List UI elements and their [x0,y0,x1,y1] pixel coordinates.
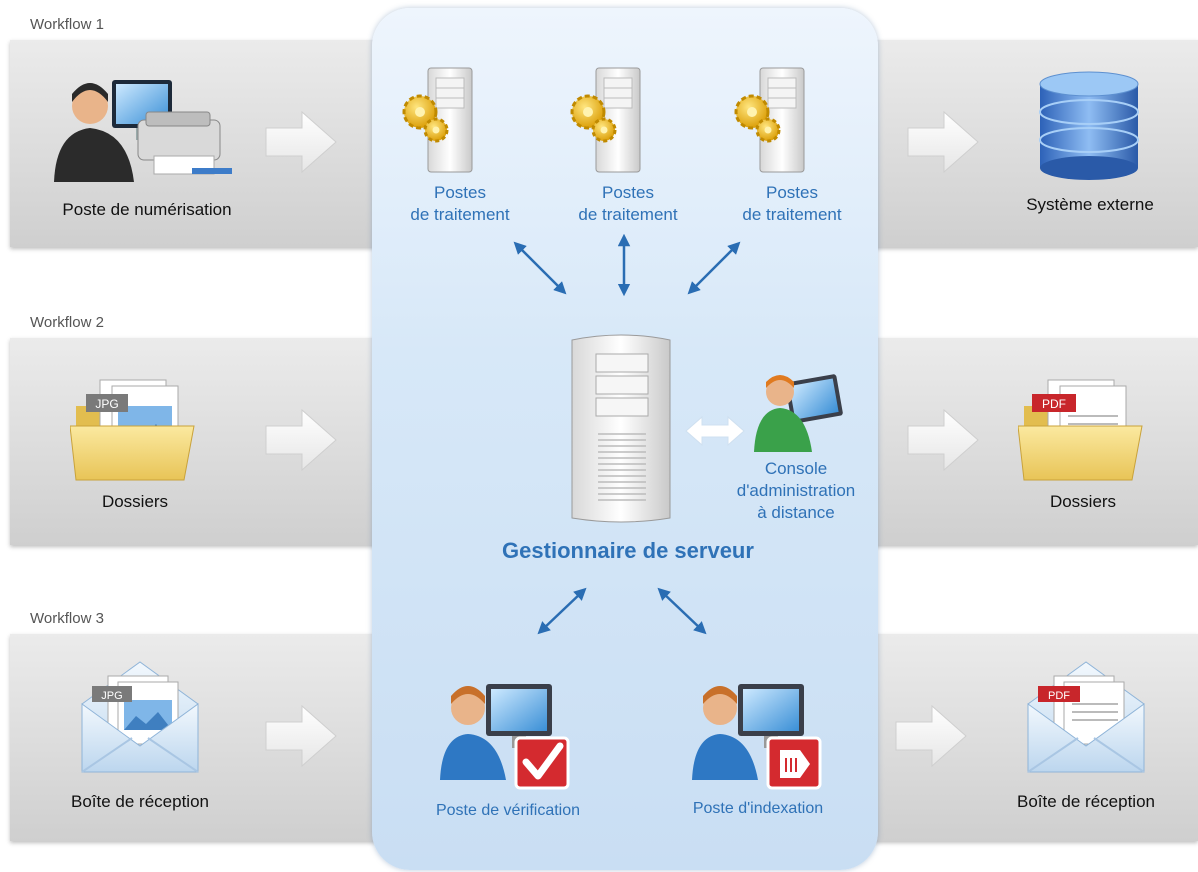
jpg-badge: JPG [101,690,122,702]
main-server-icon [571,334,671,523]
output-folders-label: Dossiers [1049,492,1117,511]
workflow-3-label: Workflow 3 [30,610,104,627]
input-inbox-icon: JPG [81,661,199,773]
output-folder-icon: PDF [1018,379,1143,481]
input-folders-label: Dossiers [101,492,169,511]
flow-arrow-icon [907,408,979,472]
pdf-badge: PDF [1042,397,1066,411]
flow-arrow-icon [265,704,337,768]
connection-arrows [513,233,741,635]
workflow-2-label: Workflow 2 [30,314,104,331]
flow-arrow-icon [907,110,979,174]
connection-arrow [537,587,587,635]
connection-arrow [513,241,567,295]
indexing-station-label: Poste d'indexation [692,800,824,817]
scanning-station-label: Poste de numérisation [62,200,232,219]
output-inbox-label: Boîte de réception [1017,792,1155,811]
processing-server-icon [734,67,805,173]
server-manager-title: Gestionnaire de serveur [502,538,754,563]
flow-arrow-icon [265,408,337,472]
connection-arrow [657,587,707,635]
flow-arrow-icon [895,704,967,768]
indexing-station-icon [692,684,822,790]
processing-server-icon [402,67,473,173]
pdf-badge: PDF [1048,690,1070,702]
admin-console-icon [754,374,843,452]
external-system-label: Système externe [1026,195,1154,214]
verification-station-label: Poste de vérification [435,802,581,819]
scanning-station-icon [54,80,232,182]
input-inbox-label: Boîte de réception [71,792,209,811]
workflow-1-label: Workflow 1 [30,16,104,33]
flow-arrow-icon [265,110,337,174]
output-inbox-icon: PDF [1027,661,1145,773]
jpg-badge: JPG [95,397,118,411]
bidirectional-arrow-icon [685,415,745,447]
verification-station-icon [440,684,570,790]
database-icon [1039,71,1139,180]
processing-server-icon [570,67,641,173]
input-folder-icon: JPG [70,379,195,481]
connection-arrow [687,241,741,295]
